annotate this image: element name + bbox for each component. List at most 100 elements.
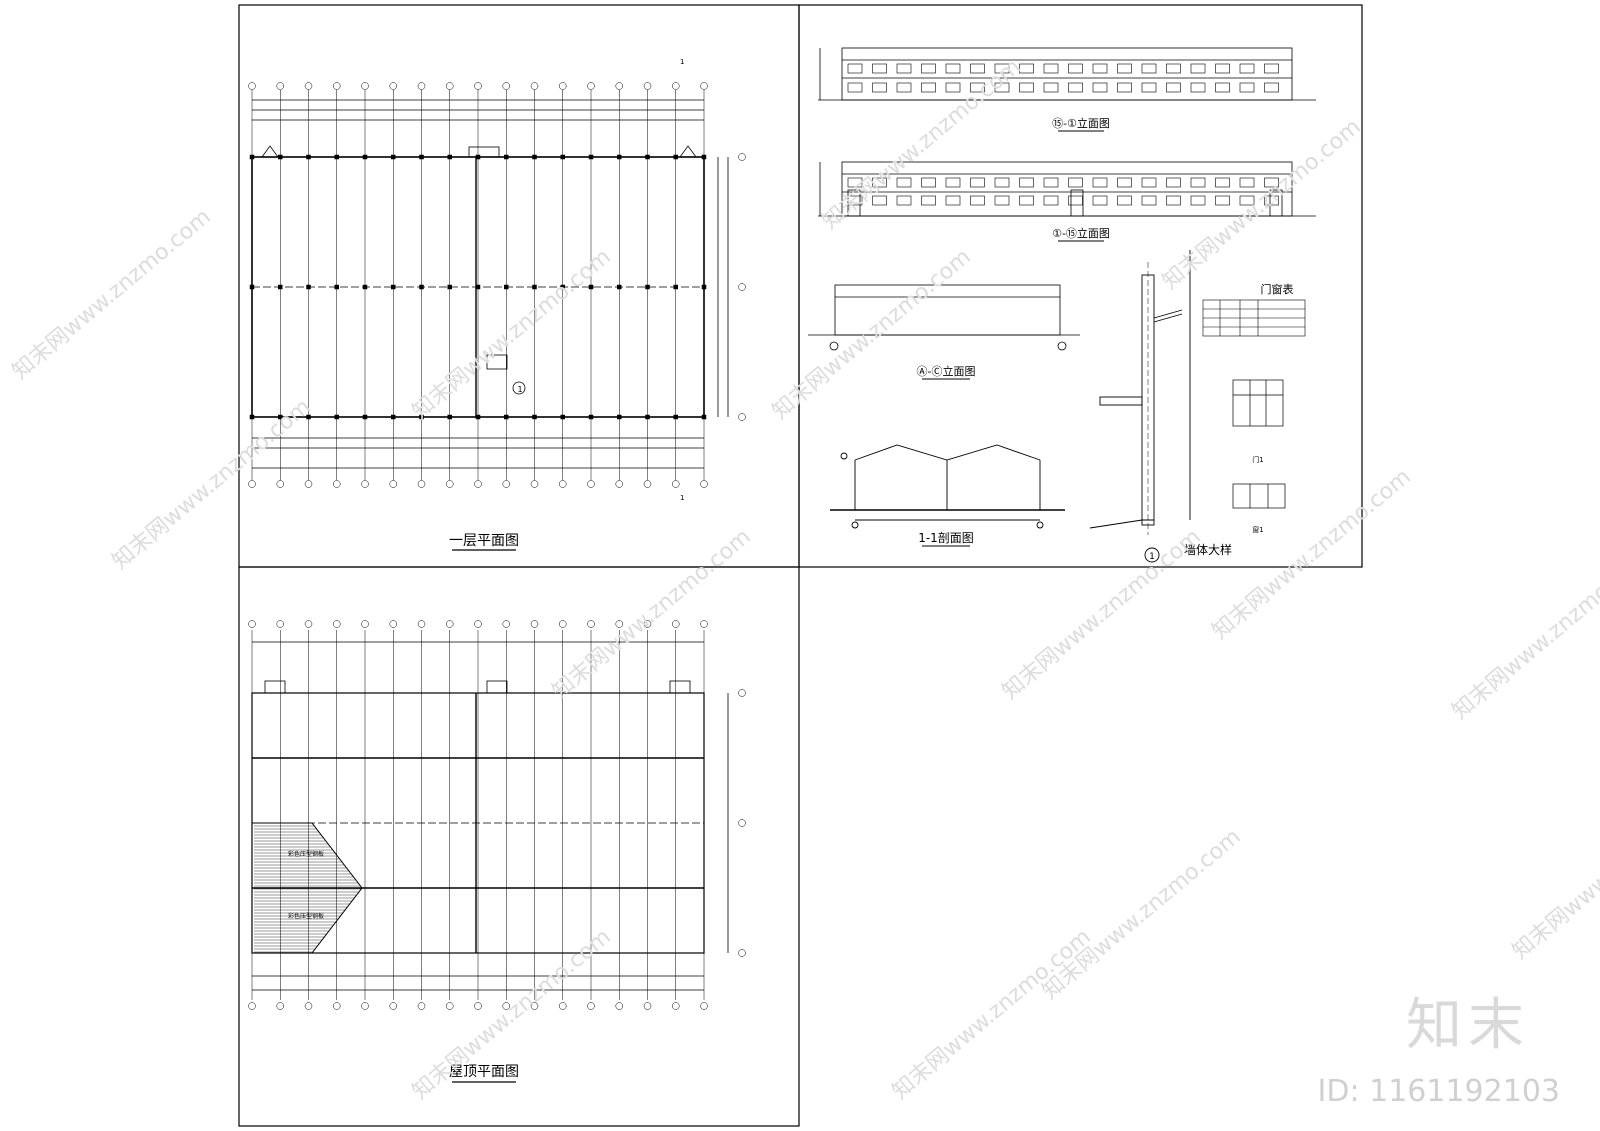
plan-column bbox=[701, 414, 707, 420]
plan-column bbox=[419, 284, 424, 290]
roof-axis-bubble bbox=[417, 1002, 426, 1010]
wall-detail-title: 墙体大样 bbox=[1184, 542, 1232, 557]
elevation-3 bbox=[808, 284, 1080, 351]
window bbox=[872, 63, 887, 74]
plan-column bbox=[278, 154, 283, 160]
plan-column bbox=[645, 414, 650, 420]
window bbox=[1117, 177, 1132, 188]
plan-column bbox=[475, 284, 481, 290]
roof-axis-bubble bbox=[333, 1002, 341, 1010]
plan-axis-bubble bbox=[474, 480, 482, 488]
roof-axis-bubble bbox=[559, 620, 567, 628]
plan-axis-bubble bbox=[389, 82, 397, 90]
window bbox=[1190, 195, 1206, 206]
roof-row-bubble bbox=[738, 819, 746, 827]
window bbox=[970, 177, 985, 188]
plan-column bbox=[419, 414, 424, 420]
elev1-title: ⑮-①立面图 bbox=[1052, 116, 1110, 130]
watermark-logo: 知末 bbox=[1406, 993, 1530, 1058]
door-window-table bbox=[1202, 299, 1306, 337]
plan-column bbox=[588, 284, 594, 290]
roof-hatch-outline bbox=[252, 822, 363, 954]
window bbox=[921, 195, 936, 206]
watermark-text: 知末网www.znzmo.com bbox=[548, 524, 756, 704]
plan-column bbox=[362, 154, 368, 160]
roof-axis-bubble bbox=[700, 620, 708, 628]
window bbox=[1264, 195, 1279, 206]
plan-axis-bubble bbox=[417, 480, 426, 488]
plan-axis-bubble bbox=[446, 480, 454, 488]
window bbox=[1264, 177, 1279, 188]
window bbox=[1141, 177, 1157, 188]
plan-column bbox=[278, 414, 283, 420]
roof-axis-bubble bbox=[304, 1002, 313, 1010]
roof-axis-bubble bbox=[361, 1002, 369, 1010]
roof-axis-bubble bbox=[248, 620, 256, 628]
elev2-title: ①-⑮立面图 bbox=[1052, 226, 1110, 240]
window bbox=[847, 177, 863, 188]
plan-column bbox=[673, 414, 678, 420]
window bbox=[896, 63, 912, 74]
plan-axis-bubble bbox=[361, 82, 369, 90]
detail-callout-number: 1 bbox=[517, 385, 522, 394]
window bbox=[1215, 177, 1230, 188]
window bbox=[1117, 82, 1132, 93]
plan-row-bubble bbox=[738, 413, 746, 421]
window bbox=[1019, 195, 1034, 206]
roof-axis-bubble bbox=[276, 1002, 284, 1010]
section-mark-top: 1 bbox=[680, 58, 684, 66]
plan-column bbox=[249, 154, 255, 160]
section-title: 1-1剖面图 bbox=[918, 531, 974, 545]
plan-axis-bubble bbox=[417, 82, 426, 90]
window bbox=[1190, 82, 1206, 93]
window bbox=[994, 82, 1010, 93]
roof-axis-bubble bbox=[502, 620, 510, 628]
window bbox=[1239, 63, 1255, 74]
watermark-id: ID: 1161192103 bbox=[1317, 1074, 1560, 1109]
plan-column bbox=[278, 284, 283, 290]
window bbox=[896, 195, 912, 206]
window bbox=[921, 82, 936, 93]
window bbox=[1166, 63, 1181, 74]
elevation-1 bbox=[818, 47, 1316, 101]
roof-axis-bubble bbox=[446, 620, 454, 628]
watermark-text: 知末网www.znzmo.com bbox=[818, 54, 1026, 234]
roof-axis-bubble bbox=[474, 620, 482, 628]
window bbox=[1068, 82, 1083, 93]
plan-column bbox=[504, 284, 509, 290]
plan-axis-bubble bbox=[530, 480, 539, 488]
plan-column bbox=[362, 414, 368, 420]
window bbox=[921, 63, 936, 74]
window bbox=[994, 195, 1010, 206]
window bbox=[994, 63, 1010, 74]
window bbox=[847, 82, 863, 93]
roof-axis-bubble bbox=[389, 1002, 397, 1010]
plan-column bbox=[532, 284, 537, 290]
roof-panel-hatch bbox=[252, 822, 363, 954]
plan-column bbox=[362, 284, 368, 290]
plan-column bbox=[673, 154, 678, 160]
roof-axis-bubble bbox=[700, 1002, 708, 1010]
roof-axis-bubble bbox=[389, 620, 397, 628]
window bbox=[1043, 177, 1059, 188]
window bbox=[1239, 82, 1255, 93]
plan-row-bubble bbox=[738, 153, 746, 161]
roof-row-bubble bbox=[738, 689, 746, 697]
roof-title: 屋顶平面图 bbox=[449, 1064, 519, 1080]
roof-axis-bubble bbox=[446, 1002, 454, 1010]
plan-column bbox=[701, 284, 707, 290]
window bbox=[945, 177, 961, 188]
roof-axis-bubble bbox=[587, 620, 595, 628]
roof-axis-bubble bbox=[559, 1002, 567, 1010]
window bbox=[1141, 63, 1157, 74]
window bbox=[1190, 63, 1206, 74]
watermark-text: 知末网www.znzmo.com bbox=[1508, 784, 1600, 964]
window bbox=[994, 177, 1010, 188]
plan-column bbox=[334, 154, 339, 160]
elevation-2 bbox=[818, 161, 1316, 217]
watermark-text: 知末网www.znzmo.com bbox=[888, 924, 1096, 1104]
plan-column bbox=[306, 414, 311, 420]
window bbox=[1239, 177, 1255, 188]
plan-column bbox=[701, 154, 707, 160]
